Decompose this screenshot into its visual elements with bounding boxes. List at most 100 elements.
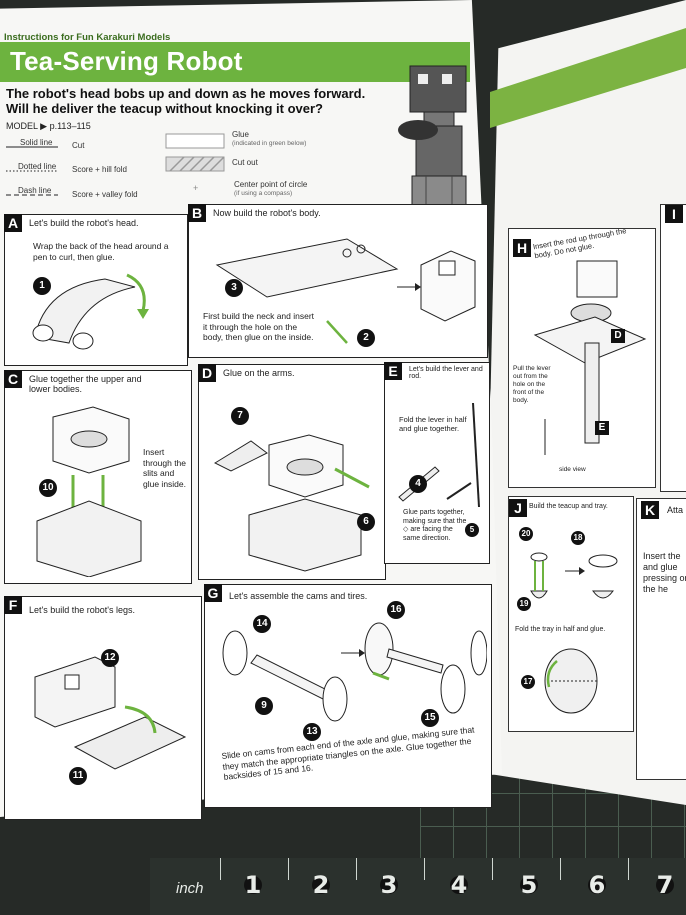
legend-center: Center point of circle [234,180,308,189]
panel-j-tag: J [509,499,527,517]
legend-dotted-name: Dotted line [18,162,57,171]
part-number-20: 20 [519,527,533,541]
panel-a-title: Let's build the robot's head. [29,218,139,228]
line-legend-graphic: + [6,133,225,196]
arms-diagram [213,434,370,572]
legend-solid-meaning: Cut [72,141,85,150]
panel-f-title: Let's build the robot's legs. [29,605,136,615]
step-panel-b: B Now build the robot's body. 3 2 First … [188,204,488,358]
panel-e-tag: E [384,362,402,380]
step-panel-e: E Let's build the lever and rod. Fold th… [384,362,490,564]
part-number-15: 15 [421,709,439,727]
panel-h-tag: H [513,239,531,257]
part-number-6: 6 [357,513,375,531]
page-title: Tea-Serving Robot [10,46,243,76]
panel-b-text: First build the neck and insert it throu… [203,311,315,342]
panel-e-text-2: Glue parts together, making sure that th… [403,509,467,542]
legend-solid-name: Solid line [20,138,53,147]
panel-h-label-d: D [611,329,625,343]
part-number-19: 19 [517,597,531,611]
part-number-18: 18 [571,531,585,545]
panel-j-text: Fold the tray in half and glue. [515,626,606,633]
panel-g-tag: G [204,584,222,602]
panel-a-tag: A [4,214,22,232]
panel-c-tag: C [4,370,22,388]
ruler-unit: inch [176,880,204,897]
part-number-14: 14 [253,615,271,633]
ruler-mark-2: 2 [312,871,330,899]
ruler-mark-7: 7 [656,871,674,899]
legend-dotted-meaning: Score + hill fold [72,165,127,174]
panel-i-tag: I [665,205,683,223]
panel-h-title: Insert the rod up through the body. Do n… [532,226,628,261]
robot-illustration [398,65,467,211]
panel-b-title: Now build the robot's body. [213,208,321,218]
part-number-13: 13 [303,723,321,741]
step-panel-k: K Atta Insert the and glue pressing on t… [636,498,686,780]
legs-diagram [34,656,187,770]
legend-dash-meaning: Score + valley fold [72,190,138,199]
part-number-12: 12 [101,649,119,667]
legend-cutout: Cut out [232,158,258,167]
part-number-4: 4 [409,475,427,493]
part-number-16: 16 [387,601,405,619]
panel-d-tag: D [198,364,216,382]
panel-e-title: Let's build the lever and rod. [409,366,483,380]
panel-b-tag: B [188,204,206,222]
legend-center-note: (if using a compass) [234,190,293,197]
part-number-9: 9 [255,697,273,715]
model-reference: MODEL ▶ p.113–115 [6,121,91,131]
part-number-5: 5 [465,523,479,537]
step-panel-h: H Insert the rod up through the body. Do… [508,226,656,488]
panel-c-text: Insert through the slits and glue inside… [143,447,187,489]
subtitle-line-2: Will he deliver the teacup without knock… [6,101,323,116]
ruler-mark-3: 3 [380,871,398,899]
part-number-11: 11 [69,767,87,785]
ruler-mark-1: 1 [244,871,262,899]
part-number-10: 10 [39,479,57,497]
step-panel-i: I [660,204,686,492]
upper-lower-body-diagram [36,406,142,577]
panel-k-text: Insert the and glue pressing on the he [643,551,686,594]
cams-tires-diagram [222,622,487,722]
panel-a-text: Wrap the back of the head around a pen t… [33,241,169,262]
ruler-mark-6: 6 [588,871,606,899]
subtitle-line-1: The robot's head bobs up and down as he … [6,86,366,101]
panel-k-title: Atta [667,505,684,515]
step-panel-g: G Let's assemble the cams and tires. 14 … [204,584,492,808]
panel-g-title: Let's assemble the cams and tires. [229,591,368,601]
panel-d-title: Glue on the arms. [223,368,295,378]
teacup-tray-diagram [530,552,618,714]
lever-rod-diagram [398,403,480,508]
panel-c-title: Glue together the upper and lower bodies… [29,374,142,394]
ruler-mark-4: 4 [450,871,468,899]
part-number-3: 3 [225,279,243,297]
step-panel-f: F Let's build the robot's legs. 12 11 [4,596,202,820]
panel-h-caption: side view [559,466,586,473]
body-assembly-diagram [215,238,476,344]
part-number-7: 7 [231,407,249,425]
ruler-mark-5: 5 [520,871,538,899]
panel-e-text-1: Fold the lever in half and glue together… [399,415,467,433]
ruler: inch 1 2 3 4 5 6 7 [150,858,686,915]
step-panel-j: J Build the teacup and tray. 20 18 19 Fo… [508,496,634,732]
part-number-17: 17 [521,675,535,689]
panel-j-title: Build the teacup and tray. [529,503,608,510]
part-number-1: 1 [33,277,51,295]
panel-h-label-e: E [595,421,609,435]
panel-k-tag: K [641,501,659,519]
series-title: Instructions for Fun Karakuri Models [4,32,171,43]
step-panel-d: D Glue on the arms. 7 6 [198,364,386,580]
step-panel-a: A Let's build the robot's head. Wrap the… [4,214,188,366]
part-number-2: 2 [357,329,375,347]
legend-glue: Glue [232,130,249,139]
panel-h-text: Pull the lever out from the hole on the … [513,365,551,404]
panel-f-tag: F [4,596,22,614]
subtitle: The robot's head bobs up and down as he … [6,86,386,116]
head-curl-diagram [32,273,149,350]
title-band [0,42,470,82]
legend-dash-name: Dash line [18,186,52,195]
svg-text:+: + [193,183,198,193]
legend-glue-note: (indicated in green below) [232,140,307,147]
step-panel-c: C Glue together the upper and lower bodi… [4,370,192,584]
